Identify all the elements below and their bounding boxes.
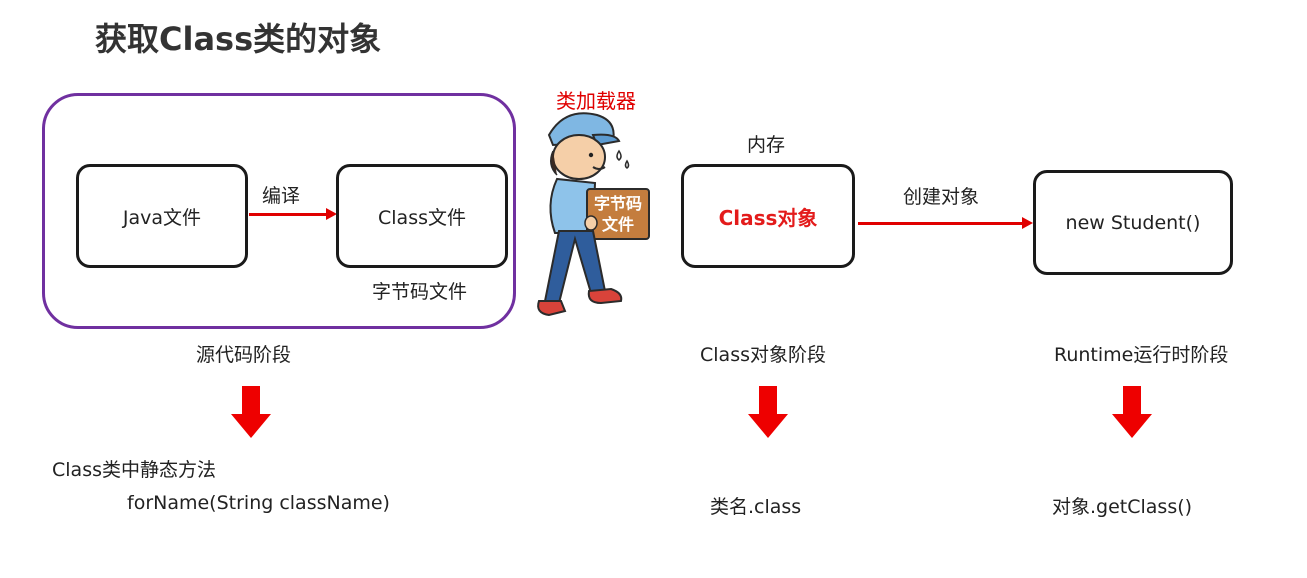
source-stage-frame [42, 93, 516, 329]
bytecode-file-label: 字节码文件 [372, 281, 468, 303]
java-file-label: Java文件 [122, 206, 202, 229]
create-object-arrow [858, 217, 1033, 229]
method1-line2: forName(String className) [127, 492, 390, 514]
box-text-line1: 字节码 [594, 194, 642, 213]
down-arrow-2 [748, 386, 788, 438]
class-object-box: Class对象 [681, 164, 855, 268]
down-arrow-1 [231, 386, 271, 438]
class-file-box: Class文件 [336, 164, 508, 268]
compile-label: 编译 [262, 185, 301, 207]
classloader-label: 类加载器 [556, 89, 636, 113]
create-object-label: 创建对象 [903, 186, 980, 208]
compile-arrow [249, 208, 337, 220]
method1-line1: Class类中静态方法 [52, 459, 216, 481]
method2: 类名.class [710, 496, 802, 518]
source-stage-label: 源代码阶段 [196, 344, 292, 366]
class-object-stage-label: Class对象阶段 [700, 344, 826, 366]
java-file-box: Java文件 [76, 164, 248, 268]
runtime-stage-label: Runtime运行时阶段 [1054, 344, 1229, 366]
down-arrow-3 [1112, 386, 1152, 438]
method3: 对象.getClass() [1052, 496, 1193, 518]
page-title: 获取Class类的对象 [95, 20, 382, 58]
new-student-label: new Student() [1065, 211, 1201, 234]
class-file-label: Class文件 [378, 206, 466, 229]
class-object-label: Class对象 [718, 205, 818, 230]
box-text-line2: 文件 [602, 215, 634, 234]
classloader-worker-illustration: 字节码 文件 [537, 112, 650, 317]
memory-label: 内存 [747, 134, 786, 156]
new-student-box: new Student() [1033, 170, 1233, 275]
